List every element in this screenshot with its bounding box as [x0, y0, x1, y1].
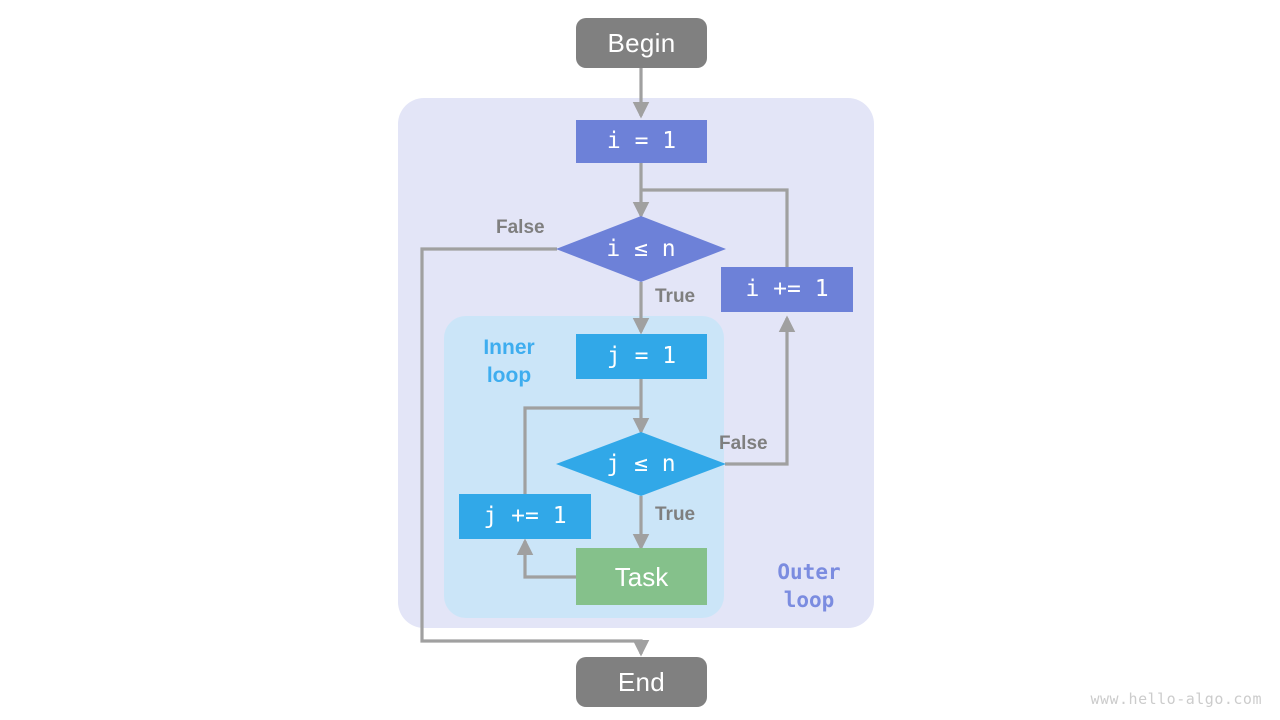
node-i-increment[interactable]: i += 1: [721, 267, 853, 312]
node-j-condition[interactable]: j ≤ n: [556, 432, 726, 496]
inner-loop-label: Inner loop: [483, 336, 535, 388]
watermark: www.hello-algo.com: [1090, 690, 1262, 708]
node-j-init-label: j = 1: [606, 343, 677, 369]
node-i-init[interactable]: i = 1: [576, 120, 707, 163]
node-j-increment-label: j += 1: [483, 503, 567, 529]
node-i-increment-label: i += 1: [745, 276, 829, 302]
node-end-label: End: [617, 667, 666, 697]
node-end[interactable]: End: [576, 657, 707, 707]
edge-label-i-false: False: [496, 217, 545, 238]
node-i-init-label: i = 1: [606, 128, 677, 154]
edge-label-j-false: False: [719, 433, 768, 454]
edge-label-j-true: True: [655, 504, 696, 525]
node-begin-label: Begin: [607, 28, 676, 58]
node-task[interactable]: Task: [576, 548, 707, 605]
node-task-label: Task: [614, 561, 669, 592]
edge-label-i-true: True: [655, 286, 696, 307]
node-i-condition[interactable]: i ≤ n: [556, 216, 726, 282]
node-begin[interactable]: Begin: [576, 18, 707, 68]
node-j-init[interactable]: j = 1: [576, 334, 707, 379]
node-j-increment[interactable]: j += 1: [459, 494, 591, 539]
outer-loop-label: Outer loop: [777, 560, 841, 613]
